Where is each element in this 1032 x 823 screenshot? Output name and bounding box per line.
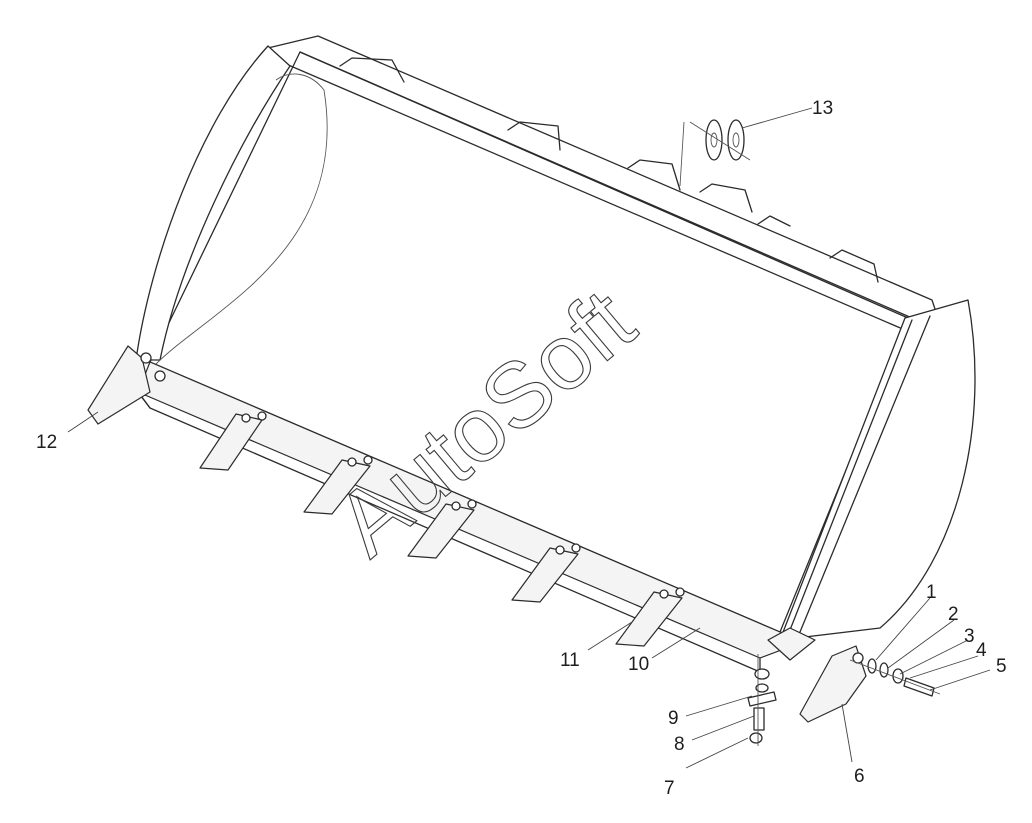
exploded-parts	[679, 119, 941, 746]
teeth-row	[199, 411, 685, 647]
bucket-body	[87, 35, 976, 673]
callout-1: 1	[926, 582, 937, 603]
leader-lines	[67, 107, 991, 769]
callout-12: 12	[36, 432, 57, 453]
callout-10: 10	[628, 654, 649, 675]
callout-5: 5	[996, 656, 1007, 677]
callout-3: 3	[964, 626, 975, 647]
callout-labels: 13 12 11 10 9 8 7 6 5 4 3 2 1	[36, 98, 1007, 799]
callout-11: 11	[560, 650, 580, 671]
callout-7: 7	[664, 778, 675, 799]
callout-4: 4	[976, 640, 987, 661]
callout-9: 9	[668, 708, 679, 729]
callout-2: 2	[948, 604, 959, 625]
callout-13: 13	[812, 98, 833, 119]
callout-6: 6	[854, 766, 865, 787]
callout-8: 8	[674, 734, 685, 755]
